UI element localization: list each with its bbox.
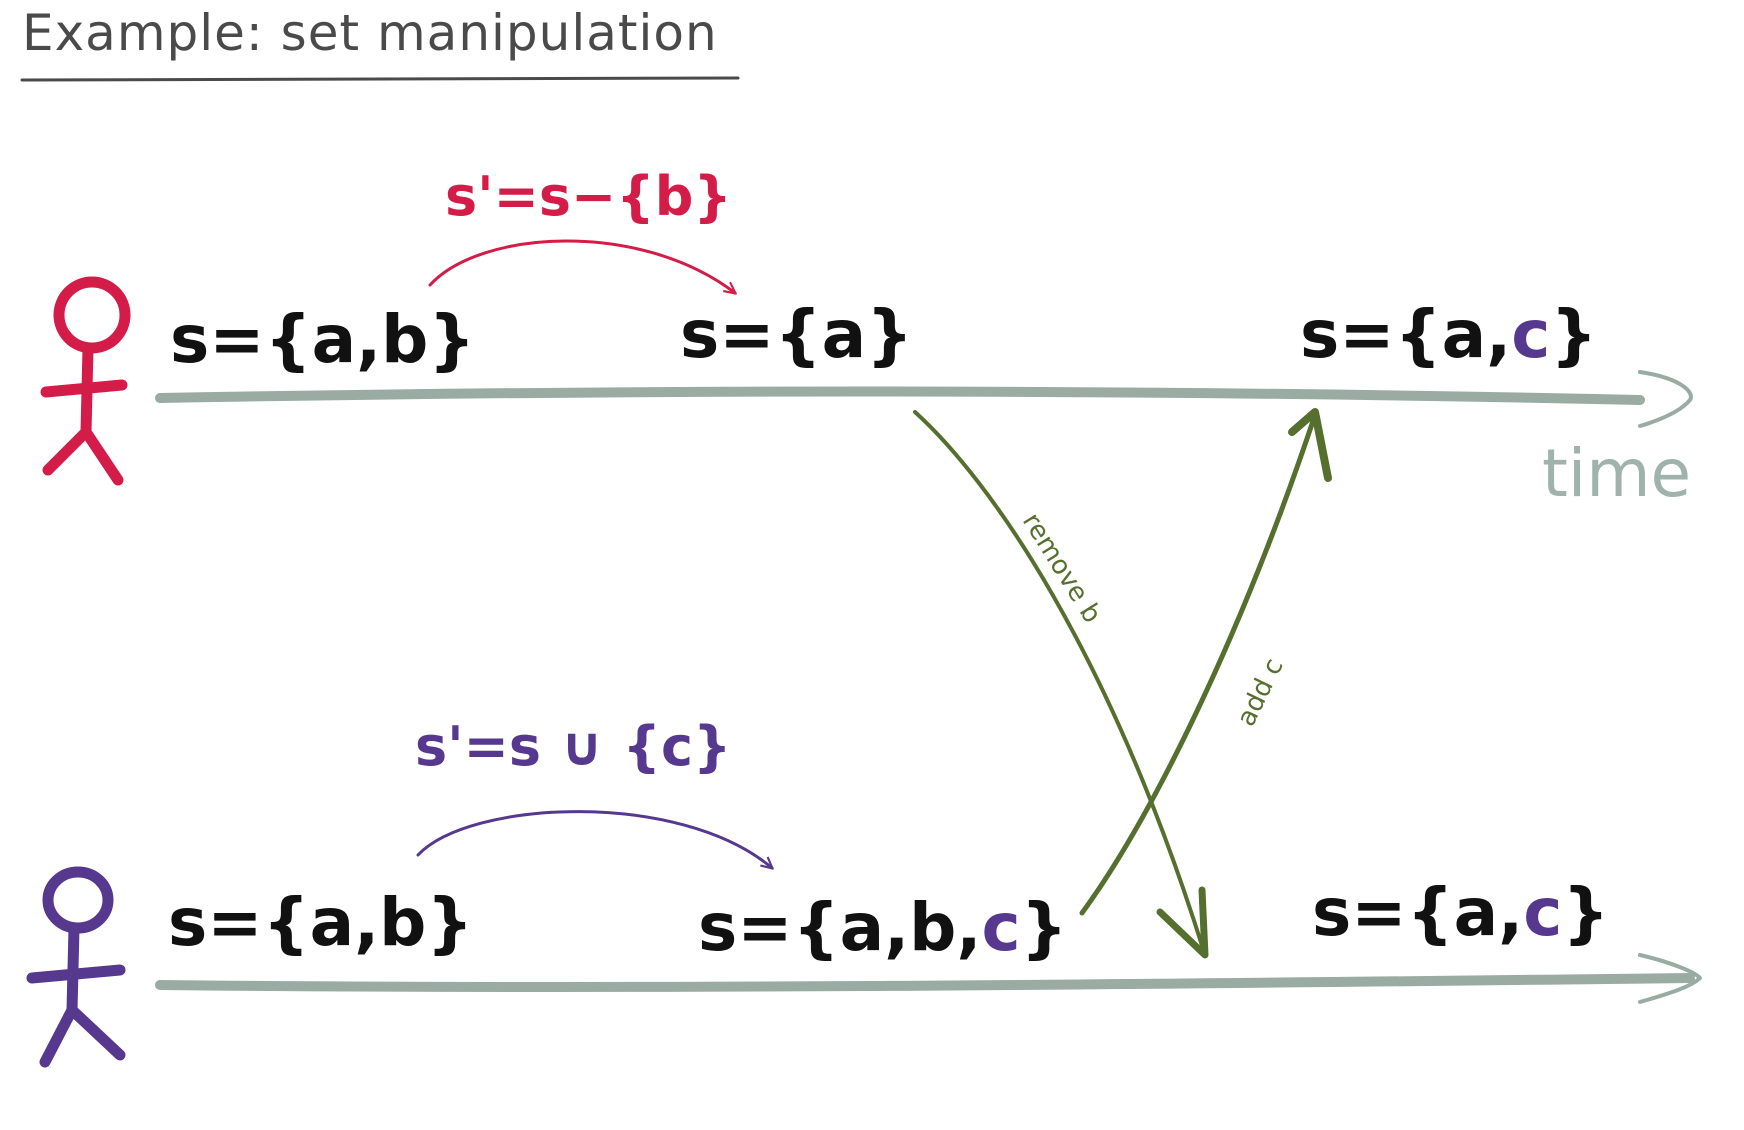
user2-state-after-op-highlight: c	[982, 889, 1021, 966]
user2-state-initial: s={a,b}	[168, 884, 473, 961]
user1-operation-arrow	[428, 239, 735, 293]
title-underline	[20, 76, 740, 82]
message-arrow-add-head	[1288, 408, 1332, 482]
message-arrow-remove	[913, 410, 1207, 957]
user2-state-final-highlight: c	[1523, 874, 1562, 951]
timeline-user1	[155, 386, 1645, 405]
user2-operation-arrow	[416, 810, 772, 868]
user2-operation: s'=s ∪ {c}	[415, 715, 731, 778]
user2-state-final-prefix: s={a,	[1312, 874, 1523, 951]
stick-figure-head	[53, 276, 131, 354]
user2-state-final: s={a,c}	[1312, 874, 1609, 951]
user1-state-final-prefix: s={a,	[1300, 296, 1511, 373]
message-label-add: add c	[1231, 654, 1289, 731]
user1-state-final-highlight: c	[1511, 296, 1550, 373]
message-arrow-remove-head	[1156, 886, 1209, 959]
timeline-user2	[155, 973, 1695, 993]
user1-state-final: s={a,c}	[1300, 296, 1597, 373]
timeline-user1-arrowhead	[1638, 370, 1693, 428]
stick-figure-head	[42, 866, 114, 934]
stick-figure-legs	[42, 426, 124, 486]
user1-state-after-op: s={a}	[680, 296, 913, 373]
user1-state-final-suffix: }	[1550, 296, 1597, 373]
user2-state-final-suffix: }	[1562, 874, 1609, 951]
stick-figure-icon	[26, 866, 126, 1068]
user1-state-initial: s={a,b}	[170, 301, 475, 378]
time-label: time	[1542, 435, 1691, 512]
stick-figure-icon	[40, 276, 131, 486]
user1-operation: s'=s−{b}	[445, 165, 732, 228]
user2-state-after-op-suffix: }	[1021, 889, 1068, 966]
stick-figure-arms	[26, 964, 126, 984]
stick-figure-legs	[39, 1004, 126, 1068]
user2-state-after-op: s={a,b,c}	[698, 889, 1068, 966]
page-title: Example: set manipulation	[22, 4, 718, 62]
user2-state-after-op-prefix: s={a,b,	[698, 889, 982, 966]
message-arrow-add	[1079, 412, 1318, 916]
timeline-user2-arrowhead	[1638, 953, 1702, 1004]
stick-figure-arms	[40, 379, 128, 398]
